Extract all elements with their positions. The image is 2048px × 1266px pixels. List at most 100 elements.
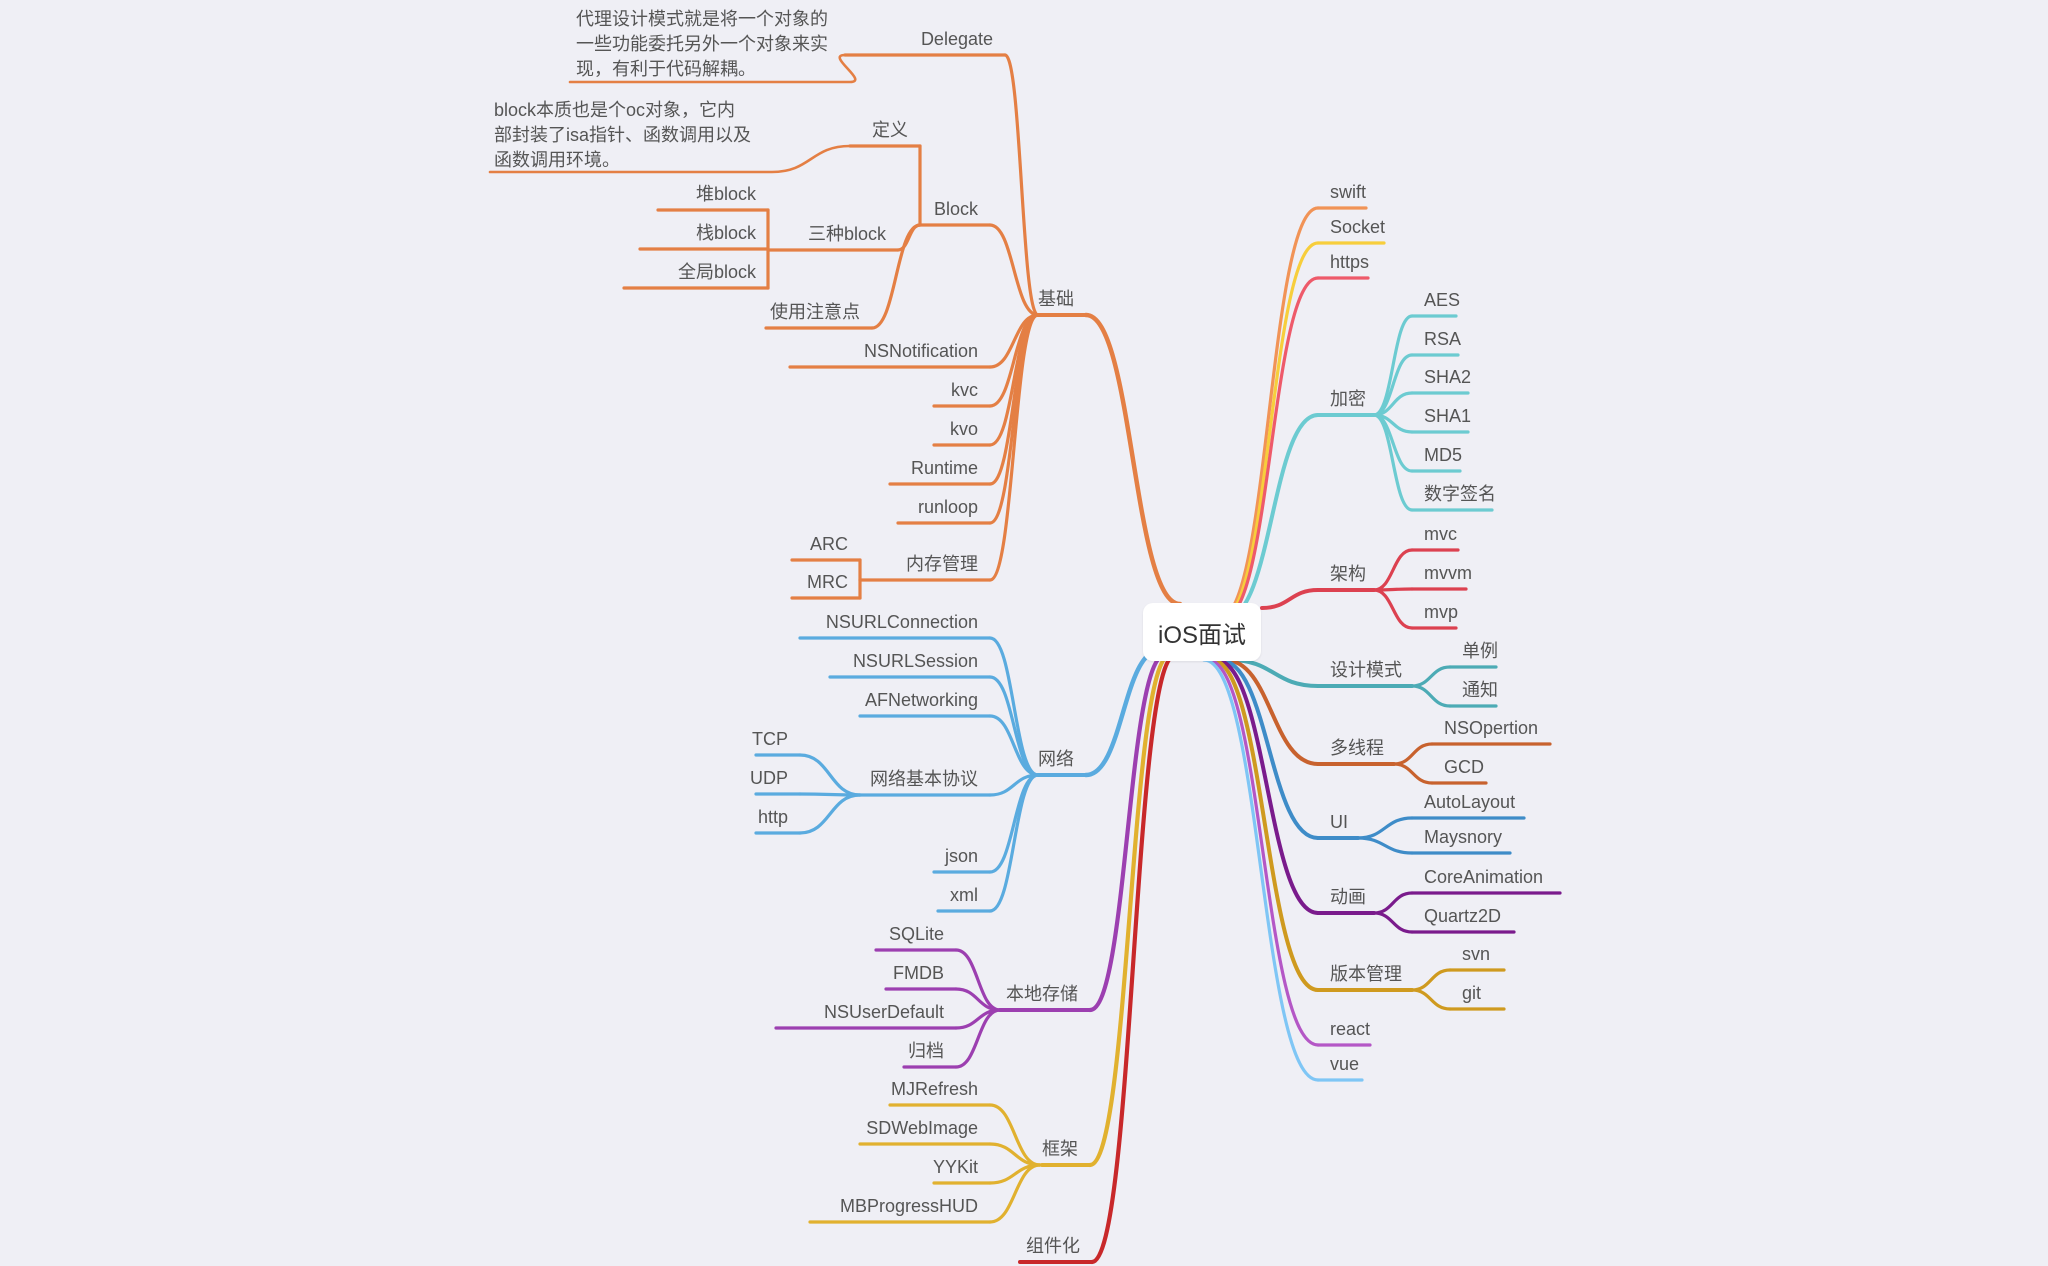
node-crypto-item-2[interactable]: SHA2 — [1424, 367, 1471, 387]
node-xml[interactable]: xml — [950, 885, 978, 905]
node-version[interactable]: 版本管理 — [1330, 964, 1402, 984]
node-network-item-0-link — [988, 636, 1040, 777]
basics-link — [1083, 312, 1183, 607]
node-animation-link — [1214, 658, 1320, 915]
node-architecture-item-2[interactable]: mvp — [1424, 602, 1458, 622]
node-network-item-0[interactable]: NSURLConnection — [826, 612, 978, 632]
node-animation-item-1[interactable]: Quartz2D — [1424, 906, 1501, 926]
node-multithread-link — [1223, 658, 1320, 766]
node-runloop-link — [988, 313, 1040, 525]
node-network[interactable]: 网络 — [1038, 749, 1074, 769]
framework-link — [1087, 652, 1173, 1168]
node-https-link — [1222, 276, 1320, 620]
node-storage-item-3-link — [954, 1008, 1002, 1069]
node-storage-item-0[interactable]: SQLite — [889, 924, 944, 944]
node-network-protocols[interactable]: 网络基本协议 — [870, 769, 978, 789]
node-network-item-1[interactable]: NSURLSession — [853, 651, 978, 671]
node-crypto[interactable]: 加密 — [1330, 389, 1366, 409]
node-patterns[interactable]: 设计模式 — [1330, 660, 1402, 680]
node-framework[interactable]: 框架 — [1042, 1139, 1078, 1159]
node-framework-item-0[interactable]: MJRefresh — [891, 1079, 978, 1099]
delegate-note-line-2: 现，有利于代码解耦。 — [576, 59, 756, 79]
node-crypto-item-4[interactable]: MD5 — [1424, 445, 1462, 465]
node-json[interactable]: json — [944, 846, 978, 866]
node-ui-item-0[interactable]: AutoLayout — [1424, 792, 1515, 812]
node-ui[interactable]: UI — [1330, 812, 1348, 832]
node-crypto-item-5-link — [1372, 413, 1414, 512]
node-block-kind-0[interactable]: 堆block — [696, 184, 757, 204]
component-link — [1089, 652, 1178, 1265]
node-storage-item-3[interactable]: 归档 — [908, 1041, 944, 1061]
node-storage-item-2[interactable]: NSUserDefault — [824, 1002, 944, 1022]
node-https[interactable]: https — [1330, 252, 1369, 272]
node-protocol-0-link — [798, 753, 862, 797]
node-network-item-1-link — [988, 675, 1040, 777]
node-architecture[interactable]: 架构 — [1330, 564, 1366, 584]
node-crypto-item-5[interactable]: 数字签名 — [1424, 484, 1496, 504]
node-animation-item-0[interactable]: CoreAnimation — [1424, 867, 1543, 887]
node-runtime[interactable]: Runtime — [911, 458, 978, 478]
node-version-item-0[interactable]: svn — [1462, 944, 1490, 964]
node-socket[interactable]: Socket — [1330, 217, 1385, 237]
node-version-link — [1210, 658, 1320, 992]
node-protocol-1[interactable]: UDP — [750, 768, 788, 788]
node-architecture-item-0-link — [1372, 548, 1414, 592]
node-architecture-item-0[interactable]: mvc — [1424, 524, 1457, 544]
block-note-line-2: 函数调用环境。 — [494, 150, 620, 170]
node-animation-item-1-link — [1372, 911, 1414, 934]
node-vue[interactable]: vue — [1330, 1054, 1359, 1074]
node-version-item-1[interactable]: git — [1462, 983, 1481, 1003]
node-patterns-item-1[interactable]: 通知 — [1462, 680, 1498, 700]
node-multithread[interactable]: 多线程 — [1330, 738, 1384, 758]
node-architecture-item-1[interactable]: mvvm — [1424, 563, 1472, 583]
block-note-line-0: block本质也是个oc对象，它内 — [494, 100, 735, 120]
node-react-link — [1206, 658, 1320, 1047]
node-react[interactable]: react — [1330, 1019, 1370, 1039]
node-block[interactable]: Block — [934, 199, 979, 219]
node-framework-item-1[interactable]: SDWebImage — [866, 1118, 978, 1138]
node-kvc[interactable]: kvc — [951, 380, 978, 400]
node-block-kind-2[interactable]: 全局block — [678, 262, 757, 282]
node-protocol-0[interactable]: TCP — [752, 729, 788, 749]
root-node[interactable]: iOS面试 — [1143, 603, 1261, 661]
node-multithread-item-0-link — [1392, 742, 1434, 766]
node-nsnotification[interactable]: NSNotification — [864, 341, 978, 361]
node-block-usage[interactable]: 使用注意点 — [770, 302, 860, 322]
node-architecture-item-2-link — [1372, 588, 1414, 630]
node-architecture-link — [1260, 588, 1320, 610]
node-crypto-item-3[interactable]: SHA1 — [1424, 406, 1471, 426]
node-animation[interactable]: 动画 — [1330, 887, 1366, 907]
node-block-definition[interactable]: 定义 — [872, 120, 908, 140]
node-delegate[interactable]: Delegate — [921, 29, 993, 49]
node-network-item-2[interactable]: AFNetworking — [865, 690, 978, 710]
node-swift[interactable]: swift — [1330, 182, 1366, 202]
node-component[interactable]: 组件化 — [1026, 1236, 1080, 1256]
node-block-kind-1[interactable]: 栈block — [696, 223, 757, 243]
delegate-note-underline — [568, 53, 857, 84]
node-memory[interactable]: 内存管理 — [906, 554, 978, 574]
node-crypto-item-1[interactable]: RSA — [1424, 329, 1461, 349]
node-storage[interactable]: 本地存储 — [1006, 984, 1078, 1004]
node-multithread-item-0[interactable]: NSOpertion — [1444, 718, 1538, 738]
node-framework-item-3[interactable]: MBProgressHUD — [840, 1196, 978, 1216]
node-framework-item-2[interactable]: YYKit — [933, 1157, 978, 1177]
node-swift-link — [1218, 206, 1320, 620]
block-note-line-1: 部封装了isa指针、函数调用以及 — [494, 125, 751, 145]
node-delegate-link — [1003, 53, 1040, 317]
node-ui-item-1[interactable]: Maysnory — [1424, 827, 1502, 847]
node-block-kinds[interactable]: 三种block — [808, 224, 887, 244]
node-patterns-link — [1228, 658, 1320, 688]
node-basics[interactable]: 基础 — [1038, 289, 1074, 309]
node-runloop[interactable]: runloop — [918, 497, 978, 517]
node-protocol-2[interactable]: http — [758, 807, 788, 827]
node-crypto-item-0[interactable]: AES — [1424, 290, 1460, 310]
node-multithread-item-1[interactable]: GCD — [1444, 757, 1484, 777]
node-protocol-2-link — [798, 793, 862, 835]
node-patterns-item-0[interactable]: 单例 — [1462, 641, 1498, 661]
node-kvo[interactable]: kvo — [950, 419, 978, 439]
node-memory-1[interactable]: MRC — [807, 572, 848, 592]
node-storage-item-1[interactable]: FMDB — [893, 963, 944, 983]
node-memory-0[interactable]: ARC — [810, 534, 848, 554]
